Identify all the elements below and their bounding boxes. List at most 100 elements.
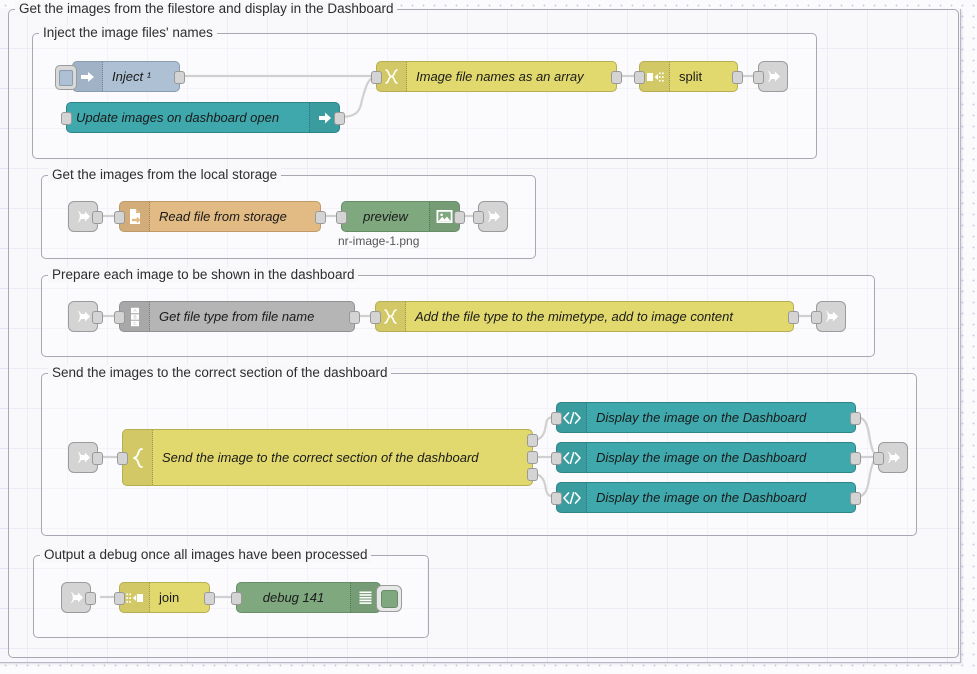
link-out-node-2[interactable] <box>473 201 508 232</box>
inject-output-port[interactable] <box>174 71 185 84</box>
display-2-input-port[interactable] <box>551 452 562 465</box>
inject-trigger-button[interactable] <box>55 65 77 90</box>
group-storage-label: Get the images from the local storage <box>48 167 282 182</box>
node-display-3-label: Display the image on the Dashboard <box>596 490 807 505</box>
link-in-3-output-port[interactable] <box>92 452 103 465</box>
node-display-1[interactable]: Display the image on the Dashboard <box>551 402 861 433</box>
node-display-2-label: Display the image on the Dashboard <box>596 450 807 465</box>
group-debug-label: Output a debug once all images have been… <box>40 547 372 562</box>
join-icon <box>120 583 150 612</box>
display-3-output-port[interactable] <box>850 492 861 505</box>
debug-enable-toggle-button[interactable] <box>376 585 402 612</box>
link-in-icon <box>77 210 90 223</box>
preview-output-port[interactable] <box>454 211 465 224</box>
link-out-1-input-port[interactable] <box>753 71 764 84</box>
node-preview[interactable]: preview <box>336 201 465 232</box>
preview-input-port[interactable] <box>336 211 347 224</box>
switch-output-port-1[interactable] <box>527 434 538 447</box>
svg-text:B: B <box>133 314 136 319</box>
link-out-2-input-port[interactable] <box>473 211 484 224</box>
template-code-icon <box>557 443 587 472</box>
file-in-icon <box>120 202 150 231</box>
inject-arrow-icon <box>73 62 103 91</box>
link-out-icon <box>825 310 838 323</box>
ui-control-output-port[interactable] <box>334 112 345 125</box>
node-split[interactable]: split <box>634 61 743 92</box>
svg-text:C: C <box>133 321 137 326</box>
display-3-input-port[interactable] <box>551 492 562 505</box>
add-mimetype-output-port[interactable] <box>788 311 799 324</box>
split-icon <box>640 62 670 91</box>
node-image-array-function[interactable]: Image file names as an array <box>371 61 622 92</box>
node-split-label: split <box>679 69 703 84</box>
node-read-file[interactable]: Read file from storage <box>114 201 326 232</box>
node-debug[interactable]: debug 141 <box>231 582 402 613</box>
read-file-output-port[interactable] <box>315 211 326 224</box>
link-in-2-output-port[interactable] <box>92 311 103 324</box>
link-in-node-4[interactable] <box>61 582 96 613</box>
display-1-output-port[interactable] <box>850 412 861 425</box>
preview-filename-label: nr-image-1.png <box>338 234 420 248</box>
switch-output-port-3[interactable] <box>527 468 538 481</box>
inject-button-square-icon <box>59 69 73 86</box>
link-in-node-2[interactable] <box>68 301 103 332</box>
link-in-icon <box>77 451 90 464</box>
link-out-4-input-port[interactable] <box>873 452 884 465</box>
join-output-port[interactable] <box>204 592 215 605</box>
node-ui-control[interactable]: Update images on dashboard open <box>61 102 345 133</box>
node-read-file-label: Read file from storage <box>159 209 287 224</box>
read-file-input-port[interactable] <box>114 211 125 224</box>
node-debug-label: debug 141 <box>262 590 325 605</box>
node-inject[interactable]: Inject ¹ <box>55 61 185 92</box>
link-out-3-input-port[interactable] <box>811 311 822 324</box>
split-input-port[interactable] <box>634 71 645 84</box>
switch-output-port-2[interactable] <box>527 451 538 464</box>
get-file-type-input-port[interactable] <box>114 311 125 324</box>
node-get-file-type[interactable]: A B C Get file type from file name <box>114 301 360 332</box>
get-file-type-output-port[interactable] <box>349 311 360 324</box>
add-mimetype-input-port[interactable] <box>370 311 381 324</box>
node-switch-section[interactable]: Send the image to the correct section of… <box>117 429 538 486</box>
svg-text:A: A <box>133 308 137 313</box>
group-prepare-label: Prepare each image to be shown in the da… <box>48 267 359 282</box>
function-icon <box>377 62 407 91</box>
switch-icon <box>123 430 153 485</box>
debug-input-port[interactable] <box>231 592 242 605</box>
link-out-node-3[interactable] <box>811 301 846 332</box>
join-input-port[interactable] <box>114 592 125 605</box>
node-image-array-label: Image file names as an array <box>416 69 584 84</box>
node-join-label: join <box>159 590 180 605</box>
split-output-port[interactable] <box>732 71 743 84</box>
link-in-node-3[interactable] <box>68 442 103 473</box>
outer-group-label: Get the images from the filestore and di… <box>15 1 398 16</box>
link-in-1-output-port[interactable] <box>92 211 103 224</box>
node-preview-label: preview <box>363 209 408 224</box>
node-display-3[interactable]: Display the image on the Dashboard <box>551 482 861 513</box>
image-array-output-port[interactable] <box>611 71 622 84</box>
node-display-2[interactable]: Display the image on the Dashboard <box>551 442 861 473</box>
node-add-mimetype-label: Add the file type to the mimetype, add t… <box>415 309 733 324</box>
link-in-node-1[interactable] <box>68 201 103 232</box>
display-1-input-port[interactable] <box>551 412 562 425</box>
node-join[interactable]: join <box>114 582 215 613</box>
link-out-node-4[interactable] <box>873 442 908 473</box>
link-in-icon <box>70 591 83 604</box>
ui-control-input-port[interactable] <box>61 112 72 125</box>
function-icon <box>376 302 406 331</box>
template-code-icon <box>557 403 587 432</box>
switch-input-port[interactable] <box>117 452 128 465</box>
group-inject[interactable]: Inject the image files' names <box>32 25 817 159</box>
change-abc-icon: A B C <box>120 302 150 331</box>
node-get-file-type-label: Get file type from file name <box>159 309 315 324</box>
template-code-icon <box>557 483 587 512</box>
group-inject-label: Inject the image files' names <box>39 25 217 40</box>
debug-toggle-indicator-icon <box>380 589 398 608</box>
node-add-mimetype[interactable]: Add the file type to the mimetype, add t… <box>370 301 799 332</box>
image-array-input-port[interactable] <box>371 71 382 84</box>
link-out-node-1[interactable] <box>753 61 788 92</box>
link-in-4-output-port[interactable] <box>85 592 96 605</box>
link-out-icon <box>487 210 500 223</box>
node-switch-label: Send the image to the correct section of… <box>162 450 479 465</box>
display-2-output-port[interactable] <box>850 452 861 465</box>
